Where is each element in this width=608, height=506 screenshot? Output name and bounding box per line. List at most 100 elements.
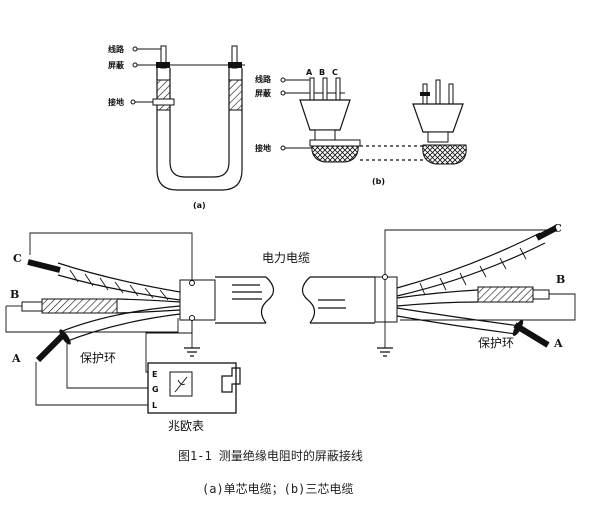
- left-core-b-upper: [116, 298, 181, 303]
- right-cable-stripes: [318, 299, 346, 309]
- fig-b-core-a-label: A: [306, 68, 313, 77]
- fig-a-cable-outer: [156, 68, 243, 191]
- left-core-b-conductor: [21, 301, 43, 312]
- left-c-to-shield-wire: [29, 232, 193, 283]
- right-core-a-label: A: [553, 337, 563, 350]
- fig-b-core-c-right: [448, 83, 454, 105]
- left-sheath-band: [179, 279, 216, 321]
- megger-needle: [174, 376, 188, 393]
- fig-a-ground-terminal: [130, 99, 136, 105]
- fig-b-core-b-right: [435, 79, 441, 105]
- left-guard-ring: [59, 329, 71, 345]
- left-core-b-lower: [116, 309, 181, 314]
- left-core-b-insulation: [41, 298, 118, 314]
- fig-a-line-wire: [137, 48, 164, 60]
- right-core-c-upper: [396, 232, 541, 289]
- figure-b-three-core: 线路 屏蔽 接地 A B C (b): [255, 68, 467, 186]
- fig-a-line-terminal: [132, 46, 138, 52]
- fig-a-insulation-right: [228, 79, 243, 111]
- left-core-c-lower: [57, 274, 181, 301]
- megger-crank: [221, 367, 241, 393]
- fig-a-ground-label: 接地: [108, 97, 124, 107]
- fig-b-armor-right: [422, 144, 467, 165]
- fig-b-core-c-label: C: [332, 68, 338, 77]
- right-b-wire: [400, 293, 576, 321]
- left-ground-symbol: [184, 347, 200, 357]
- fig-b-line-label: 线路: [255, 74, 272, 84]
- cable-label: 电力电缆: [262, 251, 310, 265]
- left-a-to-l-wire: [35, 362, 148, 406]
- right-core-c-label: C: [553, 222, 562, 235]
- fig-b-breakout-left: [299, 99, 351, 131]
- caption-title: 图1-1 测量绝缘电阻时的屏蔽接线: [178, 448, 363, 463]
- fig-b-breakout-right: [412, 103, 464, 133]
- fig-b-sub-label: (b): [372, 177, 385, 186]
- fig-a-clamp-right: [228, 62, 242, 68]
- left-shield-point-top: [189, 280, 195, 286]
- right-guard-ring: [512, 320, 524, 336]
- fig-b-neck-right: [427, 131, 449, 143]
- right-cable-break: [301, 276, 316, 324]
- fig-b-core-b-left: [322, 77, 328, 101]
- fig-a-clamp-left: [156, 62, 170, 68]
- right-c-wire: [384, 229, 548, 275]
- right-core-a-upper: [396, 307, 521, 327]
- right-sheath-band: [374, 276, 398, 323]
- right-shield-point: [382, 274, 388, 280]
- fig-a-shield-label: 屏蔽: [108, 60, 125, 70]
- right-core-b-conductor: [532, 289, 550, 300]
- fig-a-sub-label: (a): [193, 201, 206, 210]
- megger-terminal-e: E: [152, 370, 157, 379]
- right-core-b-insulation: [477, 286, 534, 303]
- left-core-a-lower: [64, 313, 181, 343]
- fig-a-guard-ring: [152, 98, 175, 106]
- left-core-b-label: B: [10, 288, 19, 301]
- left-cable-stripes: [232, 284, 262, 300]
- megger-terminal-l: L: [152, 401, 157, 410]
- right-core-b-label: B: [556, 273, 565, 286]
- left-core-a-tip: [35, 333, 65, 363]
- caption-subtitle: (a)单芯电缆；(b)三芯电缆: [202, 482, 353, 496]
- fig-b-core-c-left: [335, 77, 341, 101]
- fig-b-shield-terminal: [280, 90, 286, 96]
- main-right-end: C B A 保护环: [301, 222, 576, 357]
- fig-a-line-label: 线路: [108, 44, 125, 54]
- megger-label: 兆欧表: [168, 419, 204, 433]
- megger-terminal-g: G: [152, 385, 159, 394]
- fig-b-band-left: [309, 139, 361, 147]
- right-core-c-hatch: [419, 247, 527, 296]
- megger-instrument: E G L 兆欧表: [147, 362, 241, 433]
- left-core-a-upper: [59, 305, 181, 333]
- left-cable-break: [260, 276, 275, 324]
- figure-a-single-core: 线路 屏蔽 接地 (a): [108, 44, 245, 210]
- fig-a-shield-terminal: [132, 62, 138, 68]
- fig-b-ground-label: 接地: [255, 143, 271, 153]
- right-core-b-lower: [396, 301, 479, 307]
- fig-b-clamp-right: [420, 92, 430, 96]
- fig-b-ground-terminal: [280, 145, 286, 151]
- fig-b-line-terminal: [280, 77, 286, 83]
- right-core-c-lower: [396, 242, 546, 297]
- right-core-a-lower: [396, 315, 517, 335]
- left-shield-point-bottom: [189, 315, 195, 321]
- fig-b-armor-left: [311, 142, 359, 163]
- left-core-a-label: A: [11, 352, 21, 365]
- fig-b-shield-label: 屏蔽: [255, 88, 272, 98]
- left-core-c-tip: [27, 259, 61, 273]
- fig-b-core-b-label: B: [319, 68, 325, 77]
- fig-a-cable-inner: [169, 68, 230, 178]
- right-ground-symbol: [377, 347, 393, 357]
- fig-b-neck-left: [314, 129, 336, 141]
- fig-b-core-a-left: [309, 77, 315, 101]
- left-core-c-upper: [57, 262, 181, 293]
- left-guard-ring-label: 保护环: [80, 351, 116, 365]
- main-left-end: C B A 保护环: [5, 232, 275, 406]
- left-guard-to-g-wire: [66, 342, 148, 389]
- left-core-c-label: C: [13, 252, 22, 265]
- left-core-c-hatch: [69, 269, 169, 301]
- right-core-b-upper: [396, 289, 479, 299]
- right-core-c-tip: [535, 225, 558, 241]
- right-guard-ring-label: 保护环: [478, 336, 514, 350]
